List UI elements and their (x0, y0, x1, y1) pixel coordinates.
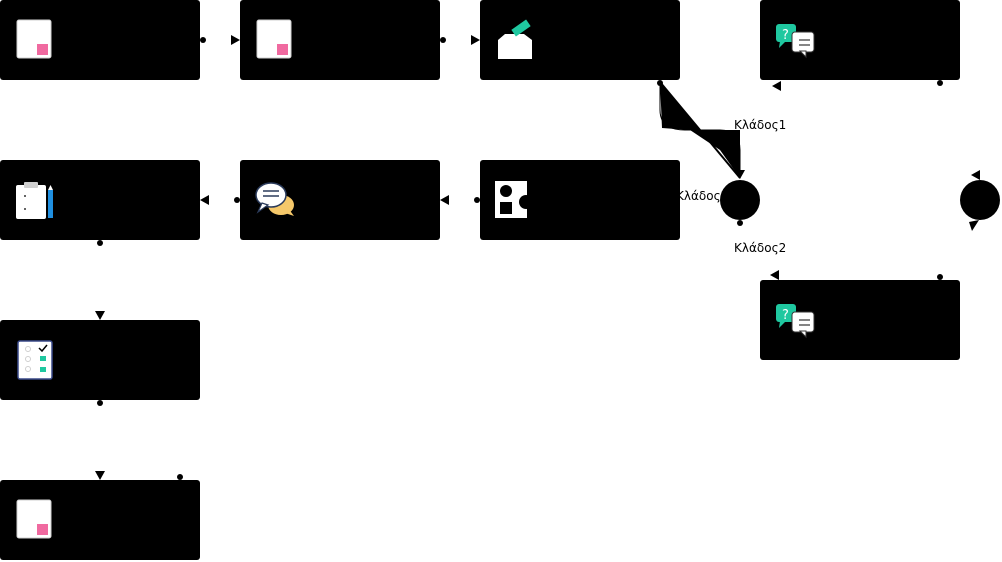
gateway-split[interactable] (720, 180, 760, 220)
arrowhead-left (440, 195, 449, 205)
ballot-box-icon (498, 19, 532, 59)
node-9[interactable] (0, 320, 200, 400)
port-dot (200, 37, 206, 43)
arrowhead-left (772, 81, 781, 91)
node-5[interactable] (0, 160, 200, 240)
node-10[interactable] (0, 480, 200, 560)
document-icon (16, 499, 52, 539)
port-dot (97, 240, 103, 246)
port-dot (657, 80, 663, 86)
arrowhead-down (735, 170, 745, 179)
node-2[interactable] (240, 0, 440, 80)
connector-markers (95, 35, 980, 480)
port-dot (937, 274, 943, 280)
port-dot (937, 80, 943, 86)
checklist-icon (17, 340, 53, 380)
svg-text:?: ? (782, 308, 789, 323)
question-chat-icon: ? (776, 24, 815, 59)
node-1[interactable] (0, 0, 200, 80)
node-6[interactable] (240, 160, 440, 240)
node-7[interactable] (480, 160, 680, 240)
branch-label-3: Κλάδος3 (676, 189, 728, 203)
node-8[interactable]: ? (760, 280, 960, 360)
port-dot (440, 37, 446, 43)
port-dot (474, 197, 480, 203)
speech-bubbles-icon (255, 182, 294, 216)
question-chat-icon: ? (776, 304, 815, 339)
svg-text:?: ? (782, 28, 789, 43)
arrowhead-down (95, 311, 105, 320)
clipboard-pen-icon (16, 182, 53, 219)
node-4[interactable]: ? (760, 0, 960, 80)
arrowhead-left (971, 170, 980, 180)
branch-label-1: Κλάδος1 (734, 118, 786, 132)
arrowhead-down (969, 220, 979, 231)
document-icon (16, 19, 52, 59)
node-3[interactable] (480, 0, 680, 80)
edge-branch1-band (660, 82, 740, 178)
arrowhead-right (471, 35, 480, 45)
arrowhead-down (95, 471, 105, 480)
arrowhead-right (231, 35, 240, 45)
arrowhead-left (200, 195, 209, 205)
port-dot (737, 220, 743, 226)
port-dot (97, 400, 103, 406)
branch-label-2: Κλάδος2 (734, 241, 786, 255)
port-dot (177, 474, 183, 480)
arrowhead-left (770, 270, 779, 280)
port-dot (234, 197, 240, 203)
gateway-merge[interactable] (960, 180, 1000, 220)
document-icon (256, 19, 292, 59)
shapes-icon (495, 181, 533, 218)
